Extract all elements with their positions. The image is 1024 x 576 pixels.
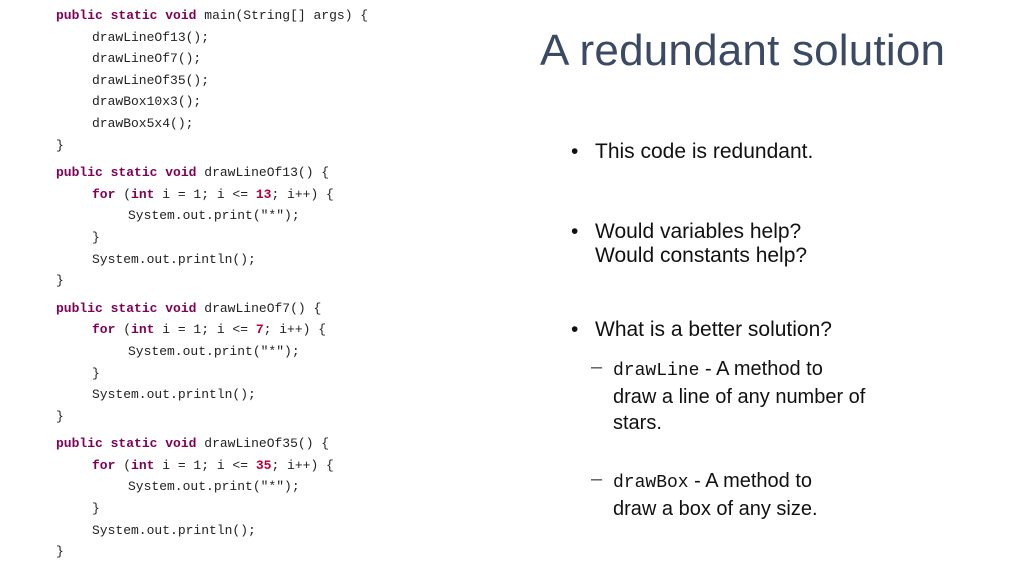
- code-line: System.out.println();: [92, 251, 256, 267]
- code-line: }: [56, 544, 64, 560]
- code-line: drawLineOf35();: [92, 72, 210, 88]
- code-line: System.out.println();: [92, 387, 256, 403]
- code-listing: public static void main(String[] args) {…: [56, 5, 368, 563]
- code-line: System.out.print("*");: [128, 479, 300, 495]
- code-line: for (int i = 1; i <= 7; i++) {: [92, 322, 327, 338]
- code-line: drawLineOf7();: [92, 51, 202, 67]
- bullet-item: • What is a better solution?: [571, 318, 832, 341]
- code-line: System.out.println();: [92, 522, 256, 538]
- code-line: drawLineOf13();: [92, 29, 210, 45]
- bullet-item: • This code is redundant.: [571, 140, 814, 163]
- slide-title: A redundant solution: [540, 26, 946, 75]
- code-line: }: [56, 273, 64, 289]
- code-line: for (int i = 1; i <= 35; i++) {: [92, 457, 334, 473]
- code-line: }: [92, 365, 100, 381]
- code-line: for (int i = 1; i <= 13; i++) {: [92, 186, 334, 202]
- code-line: drawBox10x3();: [92, 94, 202, 110]
- code-line: public static void main(String[] args) {: [56, 8, 369, 23]
- code-line: public static void drawLineOf13() {: [56, 165, 330, 181]
- bullet-icon: •: [571, 318, 579, 341]
- code-line: public static void drawLineOf7() {: [56, 300, 322, 316]
- dash-icon: –: [591, 356, 603, 378]
- bullet-item: • Would variables help?Would constants h…: [571, 220, 808, 267]
- code-line: }: [92, 229, 100, 245]
- code-line: }: [92, 501, 100, 517]
- bullet-icon: •: [571, 140, 579, 163]
- code-line: drawBox5x4();: [92, 115, 194, 131]
- code-line: System.out.print("*");: [128, 343, 300, 359]
- code-line: }: [56, 408, 64, 424]
- main-signature: main(String[] args) {: [204, 8, 369, 23]
- bullet-icon: •: [571, 220, 579, 243]
- code-line: }: [56, 137, 64, 153]
- code-line: public static void drawLineOf35() {: [56, 436, 330, 452]
- dash-icon: –: [591, 468, 603, 490]
- code-line: System.out.print("*");: [128, 208, 300, 224]
